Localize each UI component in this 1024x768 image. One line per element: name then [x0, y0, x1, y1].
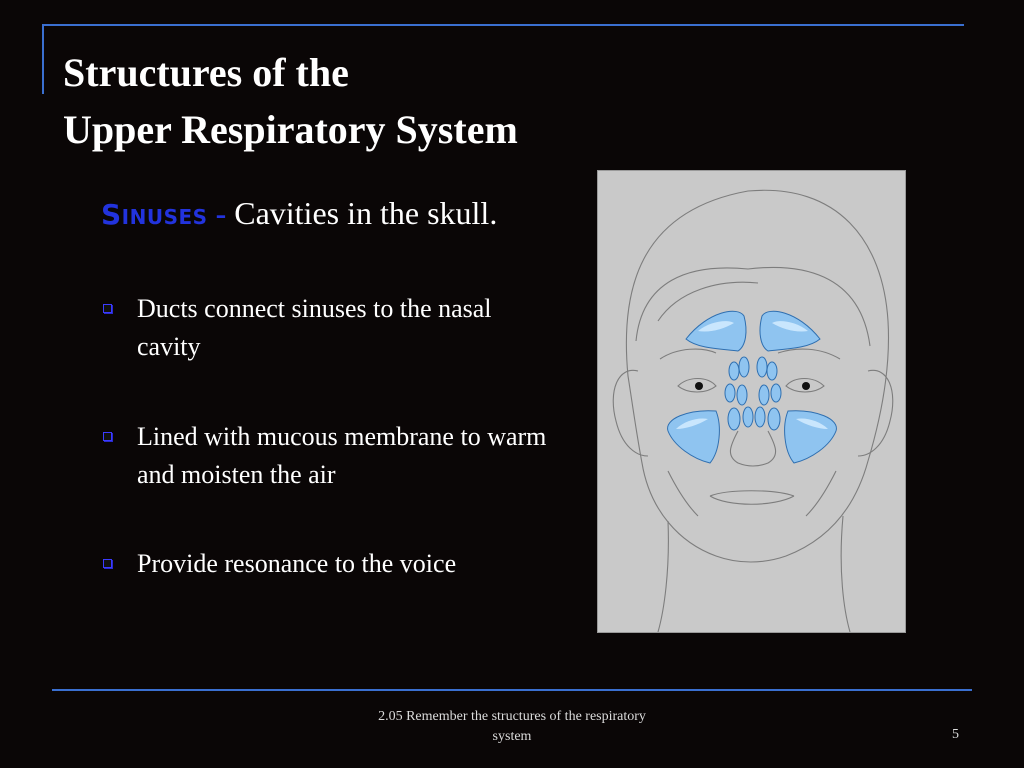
slide-title: Structures of the Upper Respiratory Syst…: [63, 44, 683, 158]
bullet-text: Lined with mucous membrane to warm and m…: [137, 422, 547, 489]
top-rule: [42, 24, 964, 26]
bottom-rule: [52, 689, 972, 691]
bullet-text: Provide resonance to the voice: [137, 549, 457, 578]
term-dash: -: [207, 195, 235, 231]
page-number: 5: [952, 727, 959, 742]
face-with-sinuses-image: [612, 189, 894, 632]
term-sinuses: Sinuses: [101, 198, 208, 231]
square-bullet-icon: [103, 304, 112, 313]
title-line-1: Structures of the: [63, 50, 349, 95]
square-bullet-icon: [103, 559, 112, 568]
sinus-illustration: [597, 170, 906, 633]
definition-text: Cavities in the skull.: [234, 195, 498, 231]
definition-paragraph: Sinuses - Cavities in the skull.: [101, 190, 541, 238]
bullet-text: Ducts connect sinuses to the nasal cavit…: [137, 294, 492, 361]
title-line-2: Upper Respiratory System: [63, 107, 518, 152]
footer-text: 2.05 Remember the structures of the resp…: [378, 709, 646, 744]
square-bullet-icon: [103, 432, 112, 441]
left-accent-rule: [42, 24, 44, 94]
